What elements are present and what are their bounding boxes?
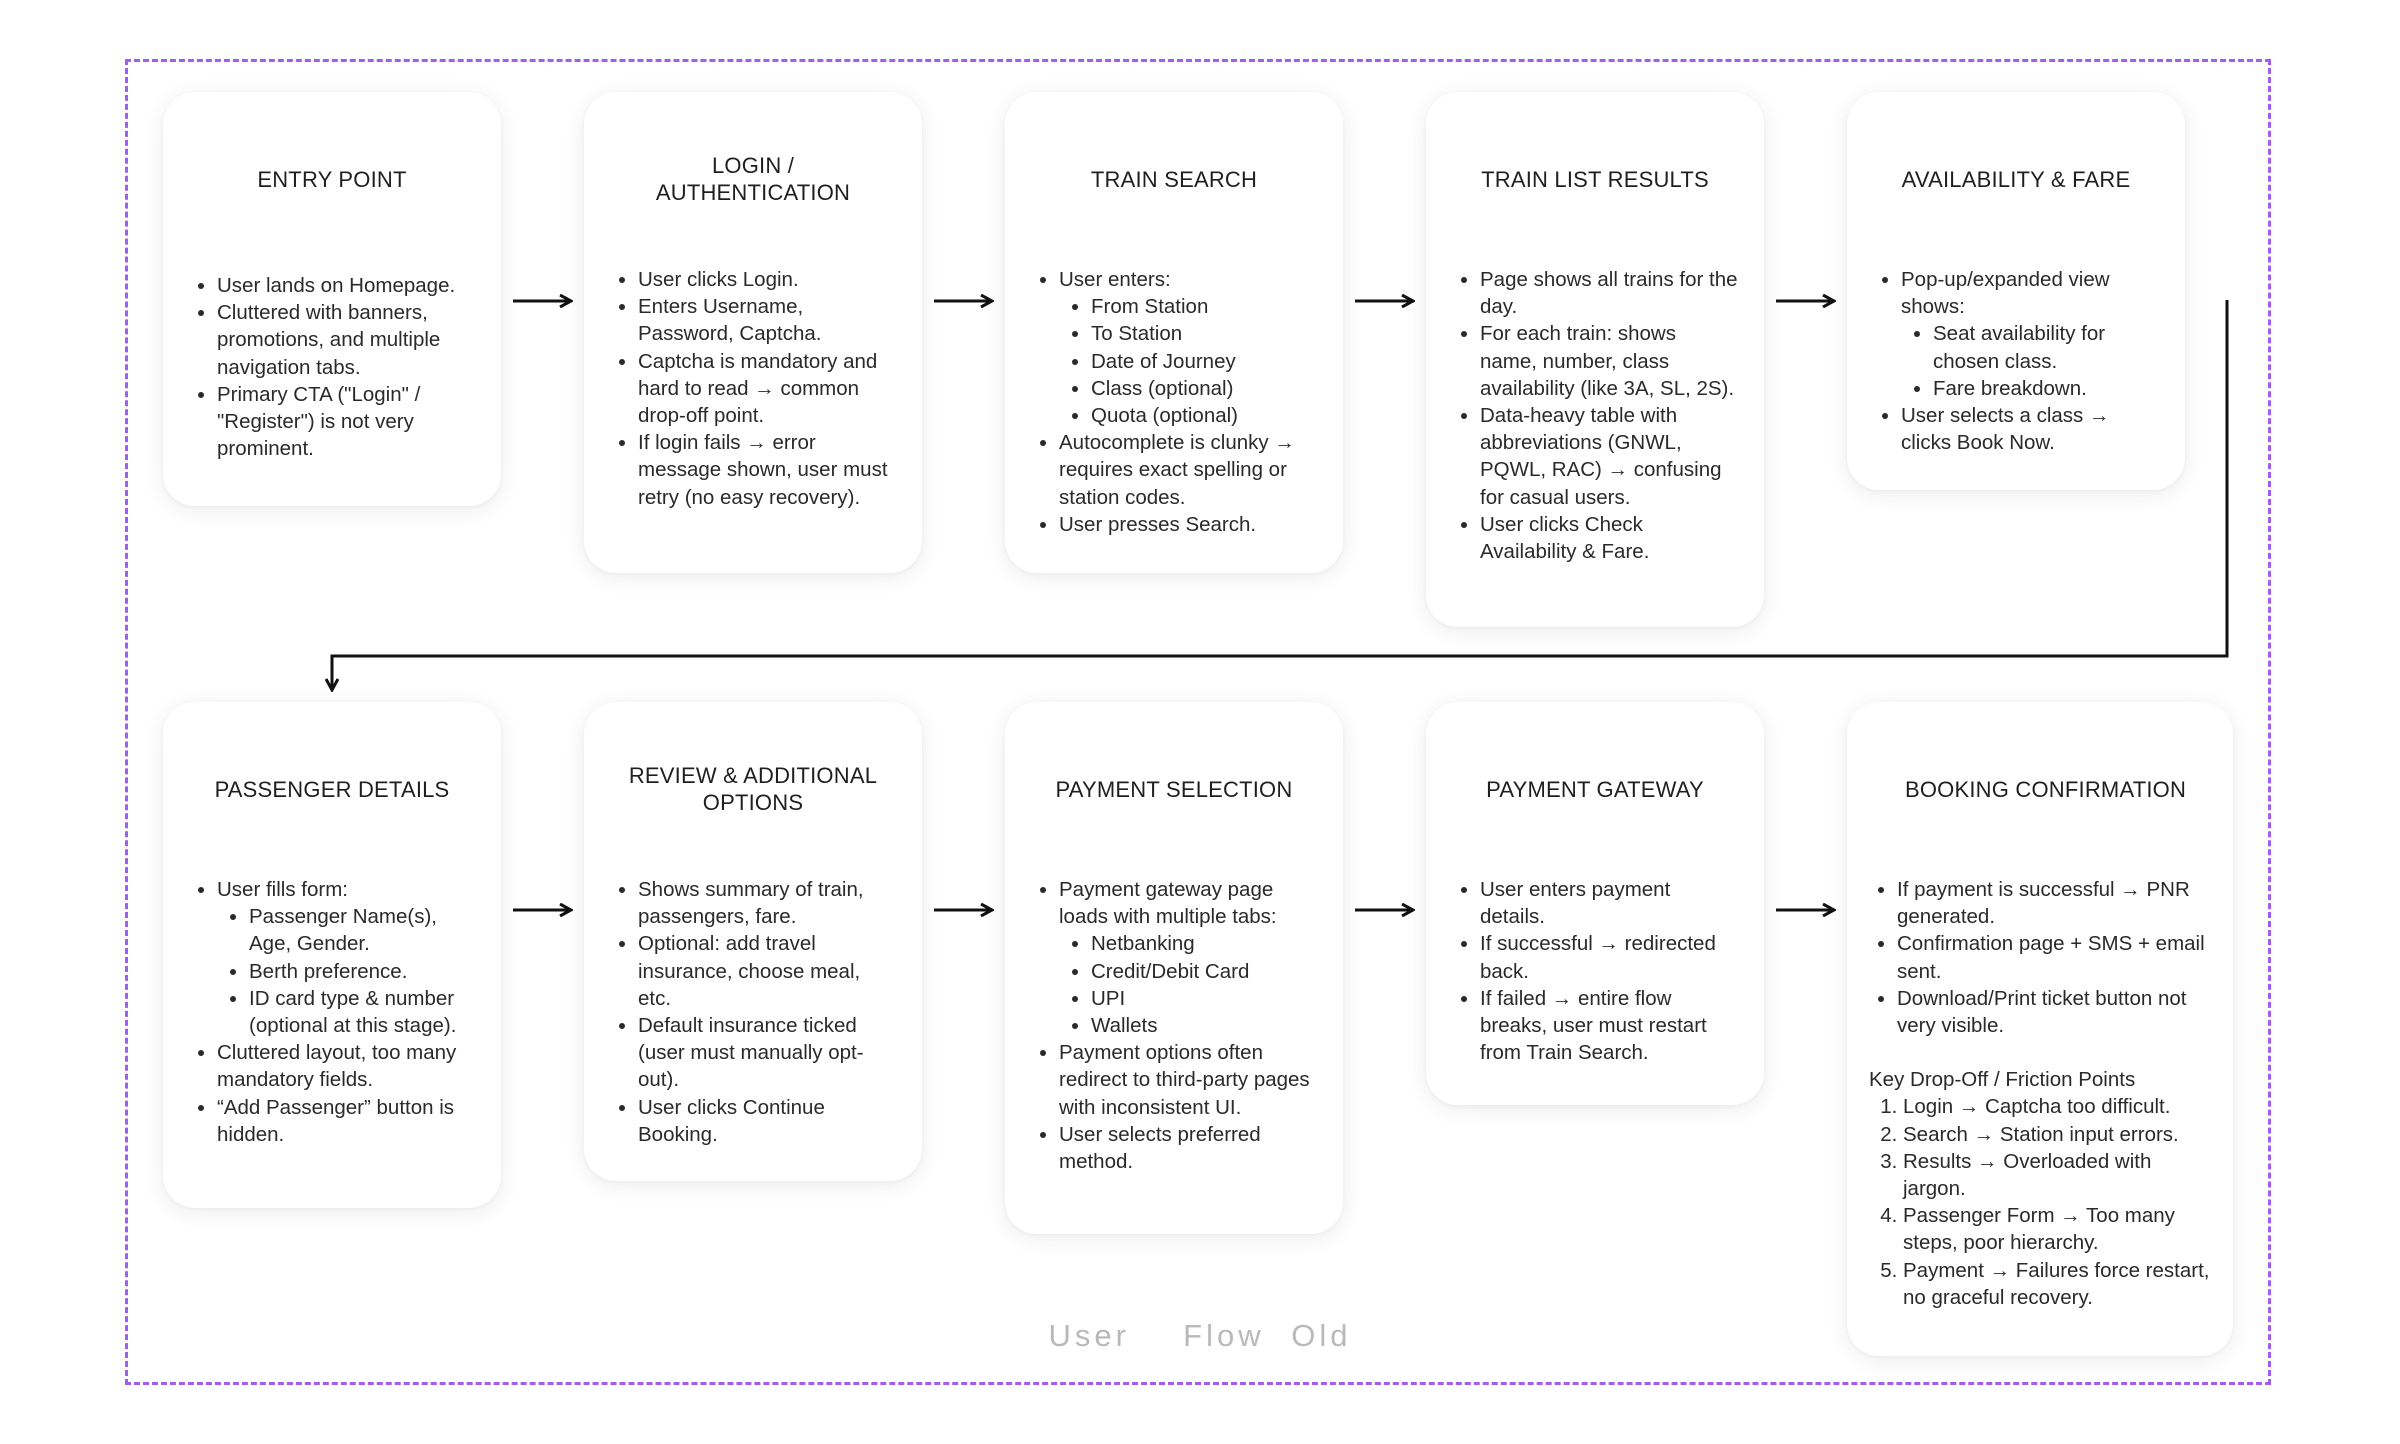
friction-point: Passenger Form → Too many steps, poor hi… bbox=[1903, 1202, 2215, 1256]
flow-frame bbox=[125, 59, 2271, 1385]
list-item: User selects a class → clicks Book Now. bbox=[1901, 402, 2159, 456]
list-item: User enters payment details. bbox=[1480, 876, 1738, 930]
frame-caption: User Flow Old bbox=[1048, 1318, 1352, 1353]
card-title: TRAIN LIST RESULTS bbox=[1481, 166, 1709, 192]
card-title: PAYMENT SELECTION bbox=[1055, 776, 1293, 802]
list-item: Captcha is mandatory and hard to read → … bbox=[638, 348, 896, 430]
card-review-additional-options: REVIEW & ADDITIONAL OPTIONS Shows summar… bbox=[584, 702, 922, 1181]
sub-list-item: ID card type & number (optional at this … bbox=[249, 985, 475, 1039]
list-item: Primary CTA ("Login" / "Register") is no… bbox=[217, 381, 475, 463]
sub-list-item: Date of Journey bbox=[1091, 348, 1317, 375]
card-list: User lands on Homepage. Cluttered with b… bbox=[189, 272, 475, 462]
sub-list: From Station To Station Date of Journey … bbox=[1059, 293, 1317, 429]
list-item-intro: Pop-up/expanded view shows: bbox=[1901, 268, 2110, 319]
card-list: Page shows all trains for the day. For e… bbox=[1452, 266, 1738, 565]
list-item: Data-heavy table with abbreviations (GNW… bbox=[1480, 402, 1738, 511]
card-list: User fills form: Passenger Name(s), Age,… bbox=[189, 876, 475, 1148]
list-item: User presses Search. bbox=[1059, 511, 1317, 538]
card-login-authentication: LOGIN / AUTHENTICATION User clicks Login… bbox=[584, 92, 922, 573]
card-list: User enters payment details. If successf… bbox=[1452, 876, 1738, 1066]
list-item: User enters: From Station To Station Dat… bbox=[1059, 266, 1317, 429]
sub-list-item: From Station bbox=[1091, 293, 1317, 320]
list-item: Default insurance ticked (user must manu… bbox=[638, 1012, 896, 1094]
list-item: If successful → redirected back. bbox=[1480, 930, 1738, 984]
friction-point: Results → Overloaded with jargon. bbox=[1903, 1148, 2215, 1202]
list-item: User selects preferred method. bbox=[1059, 1121, 1317, 1175]
list-item: Page shows all trains for the day. bbox=[1480, 266, 1738, 320]
sub-list-item: Fare breakdown. bbox=[1933, 375, 2159, 402]
sub-list-item: Berth preference. bbox=[249, 958, 475, 985]
list-item: User clicks Check Availability & Fare. bbox=[1480, 511, 1738, 565]
sub-list: Passenger Name(s), Age, Gender. Berth pr… bbox=[217, 903, 475, 1039]
sub-list: Netbanking Credit/Debit Card UPI Wallets bbox=[1059, 930, 1317, 1039]
list-item: If failed → entire flow breaks, user mus… bbox=[1480, 985, 1738, 1067]
list-item-intro: User fills form: bbox=[217, 878, 348, 901]
card-train-search: TRAIN SEARCH User enters: From Station T… bbox=[1005, 92, 1343, 573]
sub-list: Seat availability for chosen class. Fare… bbox=[1901, 320, 2159, 402]
sub-list-item: Credit/Debit Card bbox=[1091, 958, 1317, 985]
list-item: Optional: add travel insurance, choose m… bbox=[638, 930, 896, 1012]
sub-list-item: Class (optional) bbox=[1091, 375, 1317, 402]
list-item: User clicks Continue Booking. bbox=[638, 1094, 896, 1148]
list-item: If payment is successful → PNR generated… bbox=[1897, 876, 2215, 930]
card-title: PAYMENT GATEWAY bbox=[1486, 776, 1704, 802]
friction-points-list: Login → Captcha too difficult. Search → … bbox=[1869, 1093, 2215, 1311]
card-title: BOOKING CONFIRMATION bbox=[1905, 776, 2187, 802]
card-passenger-details: PASSENGER DETAILS User fills form: Passe… bbox=[163, 702, 501, 1208]
sub-list-item: To Station bbox=[1091, 320, 1317, 347]
card-title: PASSENGER DETAILS bbox=[214, 776, 450, 802]
card-train-list-results: TRAIN LIST RESULTS Page shows all trains… bbox=[1426, 92, 1764, 627]
card-list: Pop-up/expanded view shows: Seat availab… bbox=[1873, 266, 2159, 456]
card-title: ENTRY POINT bbox=[257, 166, 407, 192]
list-item: Pop-up/expanded view shows: Seat availab… bbox=[1901, 266, 2159, 402]
list-item: Payment gateway page loads with multiple… bbox=[1059, 876, 1317, 1039]
sub-list-item: Netbanking bbox=[1091, 930, 1317, 957]
card-list: Shows summary of train, passengers, fare… bbox=[610, 876, 896, 1148]
card-booking-confirmation: BOOKING CONFIRMATION If payment is succe… bbox=[1847, 702, 2233, 1356]
card-payment-selection: PAYMENT SELECTION Payment gateway page l… bbox=[1005, 702, 1343, 1234]
list-item: Confirmation page + SMS + email sent. bbox=[1897, 930, 2215, 984]
card-title: REVIEW & ADDITIONAL OPTIONS bbox=[628, 763, 878, 815]
card-list: If payment is successful → PNR generated… bbox=[1869, 876, 2215, 1039]
list-item-intro: User enters: bbox=[1059, 268, 1171, 291]
list-item: User clicks Login. bbox=[638, 266, 896, 293]
list-item: Shows summary of train, passengers, fare… bbox=[638, 876, 896, 930]
list-item: Cluttered layout, too many mandatory fie… bbox=[217, 1039, 475, 1093]
card-list: Payment gateway page loads with multiple… bbox=[1031, 876, 1317, 1175]
list-item: Cluttered with banners, promotions, and … bbox=[217, 299, 475, 381]
sub-list-item: Quota (optional) bbox=[1091, 402, 1317, 429]
friction-point: Payment → Failures force restart, no gra… bbox=[1903, 1257, 2215, 1311]
list-item: User fills form: Passenger Name(s), Age,… bbox=[217, 876, 475, 1039]
list-item: User lands on Homepage. bbox=[217, 272, 475, 299]
list-item: “Add Passenger” button is hidden. bbox=[217, 1094, 475, 1148]
card-payment-gateway: PAYMENT GATEWAY User enters payment deta… bbox=[1426, 702, 1764, 1105]
sub-list-item: UPI bbox=[1091, 985, 1317, 1012]
list-item: If login fails → error message shown, us… bbox=[638, 429, 896, 511]
list-item: Download/Print ticket button not very vi… bbox=[1897, 985, 2215, 1039]
list-item: Autocomplete is clunky → requires exact … bbox=[1059, 429, 1317, 511]
sub-list-item: Wallets bbox=[1091, 1012, 1317, 1039]
list-item: Enters Username, Password, Captcha. bbox=[638, 293, 896, 347]
list-item-intro: Payment gateway page loads with multiple… bbox=[1059, 878, 1277, 929]
friction-point: Search → Station input errors. bbox=[1903, 1121, 2215, 1148]
card-list: User clicks Login. Enters Username, Pass… bbox=[610, 266, 896, 511]
card-list: User enters: From Station To Station Dat… bbox=[1031, 266, 1317, 538]
card-availability-fare: AVAILABILITY & FARE Pop-up/expanded view… bbox=[1847, 92, 2185, 490]
list-item: Payment options often redirect to third-… bbox=[1059, 1039, 1317, 1121]
sub-list-item: Seat availability for chosen class. bbox=[1933, 320, 2159, 374]
friction-point: Login → Captcha too difficult. bbox=[1903, 1093, 2215, 1120]
card-entry-point: ENTRY POINT User lands on Homepage. Clut… bbox=[163, 92, 501, 506]
card-title: TRAIN SEARCH bbox=[1090, 166, 1258, 192]
friction-points-heading: Key Drop-Off / Friction Points bbox=[1869, 1068, 2136, 1092]
card-title: AVAILABILITY & FARE bbox=[1901, 166, 2131, 192]
list-item: For each train: shows name, number, clas… bbox=[1480, 320, 1738, 402]
card-title: LOGIN / AUTHENTICATION bbox=[655, 153, 851, 205]
sub-list-item: Passenger Name(s), Age, Gender. bbox=[249, 903, 475, 957]
